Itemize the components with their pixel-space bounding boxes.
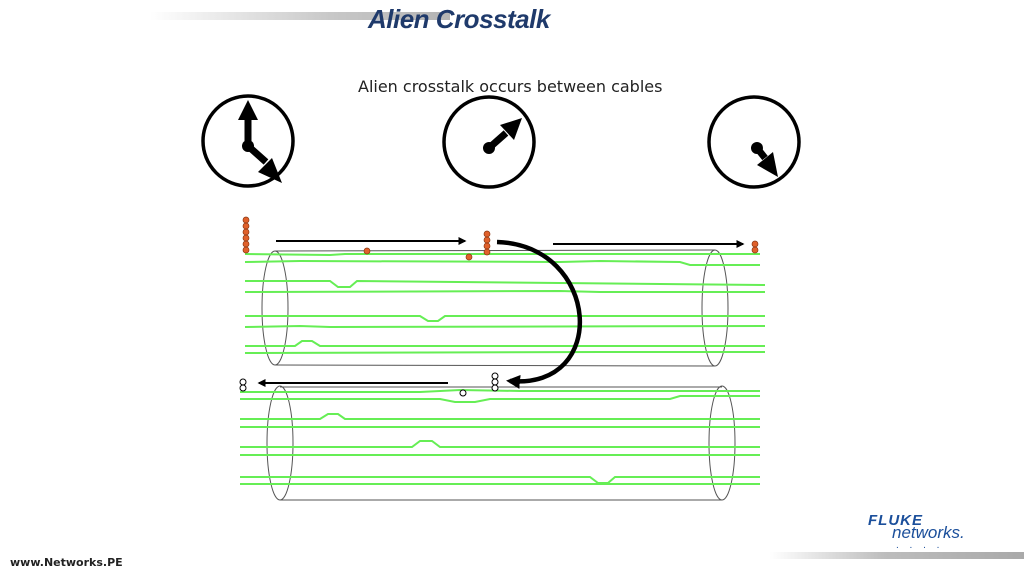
clock-dial-icon	[442, 95, 536, 189]
clock-dial-icon	[707, 95, 801, 189]
cable-2	[240, 385, 760, 501]
clock-dial-icon	[201, 94, 295, 188]
signal-dot-icon	[242, 216, 759, 261]
header-accent-bar	[150, 12, 450, 20]
slide-subtitle: Alien crosstalk occurs between cables	[358, 77, 663, 96]
footer-url: www.Networks.PE	[10, 556, 123, 569]
footer-accent-bar	[770, 552, 1024, 559]
fluke-networks-logo: FLUKE networks. . . . .	[862, 512, 992, 552]
slide-title: Alien Crosstalk	[368, 4, 550, 34]
logo-dots: . . . .	[896, 540, 944, 551]
cable-1	[244, 249, 766, 367]
coupling-arrow	[496, 239, 583, 389]
signal-dot-icon	[239, 372, 499, 397]
logo-text-fluke: FLUKE	[868, 512, 923, 529]
logo-text-networks: networks.	[892, 523, 965, 542]
